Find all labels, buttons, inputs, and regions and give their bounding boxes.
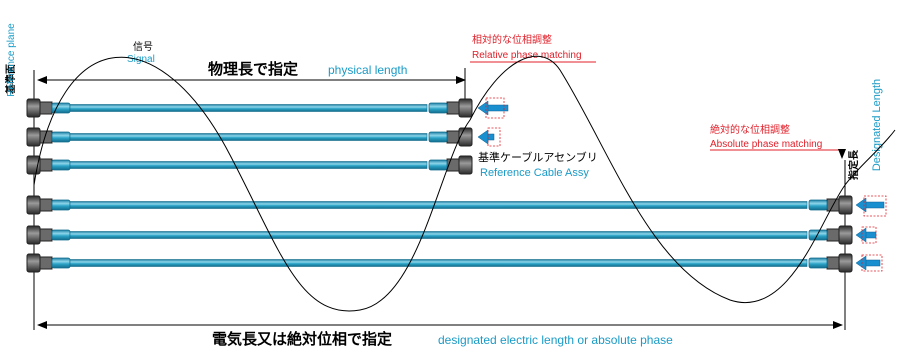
physical-length-jp: 物理長で指定 [208,60,298,78]
relative-adjust-zone [485,97,505,119]
long-cable-3 [26,253,853,273]
long-cable-left-connector [26,225,71,245]
designated-length-en: Designated Length [871,79,883,171]
signal-jp: 信号 [133,41,153,53]
short-cable-right-connector [428,127,473,147]
long-cable-left-connector [26,195,71,215]
long-cable-body [69,231,808,239]
absolute-phase-en: Absolute phase matching [710,139,822,150]
signal-wave [33,55,896,312]
long-cable-1 [26,195,853,215]
absolute-adjust-arrow [855,255,881,271]
short-cable-left-connector [26,98,71,118]
relative-phase-en: Relative phase matching [472,50,582,61]
relative-phase-jp: 相対的な位相調整 [472,33,552,46]
reference-plane-jp: 基準面 [4,64,17,95]
short-cable-left-connector [26,127,71,147]
designated-length-jp: 指定長 [847,149,860,180]
short-cable-right-connector [428,155,473,175]
short-cable-right-connector [428,98,473,118]
ref-cable-en: Reference Cable Assy [480,167,589,179]
absolute-adjust-arrow [855,227,877,243]
reference-plane-en: Reference plane [6,23,17,97]
short-cable-body [69,133,428,141]
long-cable-body [69,201,808,209]
long-cable-right-connector [808,253,853,273]
long-cable-body [69,259,808,267]
relative-adjust-zone [487,127,501,147]
long-cable-right-connector [808,195,853,215]
electric-length-jp: 電気長又は絶対位相で指定 [212,330,392,348]
short-cable-body [69,161,428,169]
short-cable-1 [26,98,473,118]
absolute-phase-jp: 絶対的な位相調整 [710,123,790,136]
relative-adjust-arrow [477,100,509,116]
short-cable-left-connector [26,155,71,175]
absolute-adjust-zone [861,254,883,272]
relative-adjust-arrow [477,129,495,145]
absolute-adjust-arrow [855,197,885,213]
short-cable-2 [26,127,473,147]
long-cable-right-connector [808,225,853,245]
ref-cable-jp: 基準ケーブルアセンブリ [478,150,598,164]
absolute-adjust-zone [863,195,887,217]
absolute-adjust-zone [861,226,877,244]
short-cable-3 [26,155,473,175]
electric-length-en: designated electric length or absolute p… [438,333,673,347]
short-cable-body [69,104,428,112]
physical-length-en: physical length [328,63,407,77]
cable-group [26,97,887,273]
long-cable-left-connector [26,253,71,273]
signal-en: Signal [127,54,155,65]
long-cable-2 [26,225,853,245]
